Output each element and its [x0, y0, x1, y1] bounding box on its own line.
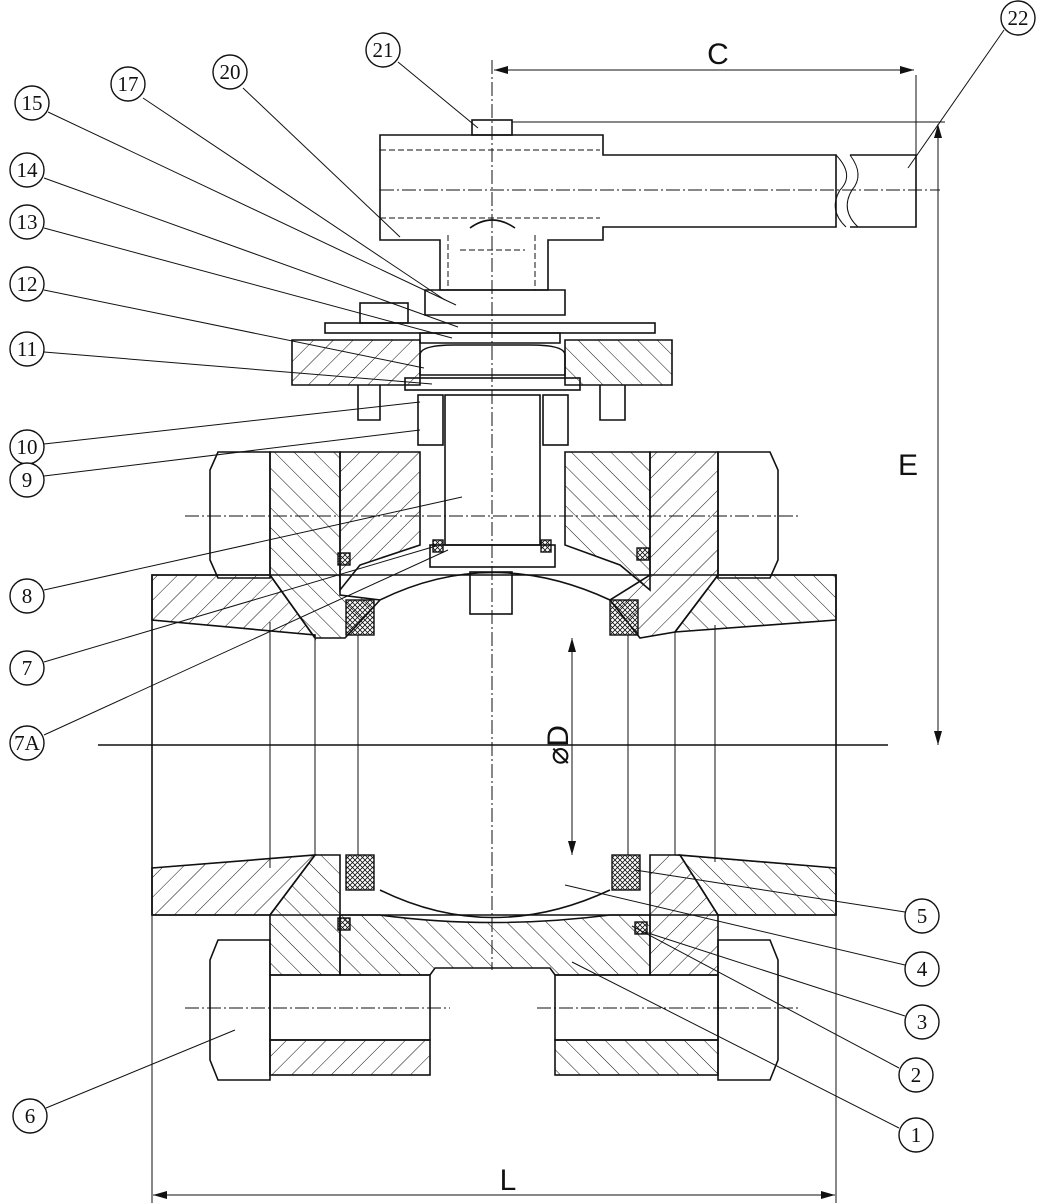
handle	[379, 119, 940, 291]
balloon-17: 17	[110, 66, 146, 102]
svg-text:7: 7	[22, 656, 33, 680]
balloon-7: 7	[9, 650, 45, 686]
svg-text:8: 8	[22, 584, 33, 608]
bore-outline	[151, 574, 837, 1203]
svg-text:20: 20	[220, 60, 241, 84]
balloon-2: 2	[898, 1057, 934, 1093]
balloon-4: 4	[904, 951, 940, 987]
balloon-10: 10	[9, 429, 45, 465]
balloon-5: 5	[904, 898, 940, 934]
svg-text:14: 14	[17, 158, 39, 182]
dimension-d-label: ⌀D	[542, 725, 575, 765]
balloon-7a: 7A	[9, 725, 45, 761]
hex-nuts	[209, 451, 779, 1081]
svg-text:3: 3	[917, 1010, 928, 1034]
svg-text:17: 17	[118, 72, 139, 96]
balloon-11: 11	[9, 331, 45, 367]
svg-text:6: 6	[25, 1104, 36, 1128]
balloon-22: 22	[1000, 0, 1036, 36]
balloon-12: 12	[9, 266, 45, 302]
svg-text:21: 21	[373, 38, 394, 62]
dimension-c-label: C	[707, 38, 729, 71]
balloon-6: 6	[12, 1098, 48, 1134]
dimension-e-label: E	[898, 449, 918, 482]
body-end-caps	[151, 451, 837, 976]
dimension-l-label: L	[500, 1164, 517, 1197]
svg-text:15: 15	[22, 91, 43, 115]
balloon-14: 14	[9, 152, 45, 188]
svg-text:7A: 7A	[14, 731, 41, 755]
svg-text:22: 22	[1008, 6, 1029, 30]
seals	[337, 539, 650, 935]
svg-text:9: 9	[22, 468, 33, 492]
balloon-15: 15	[14, 85, 50, 121]
svg-text:10: 10	[17, 435, 38, 459]
balloon-21: 21	[365, 32, 401, 68]
balloon-13: 13	[9, 204, 45, 240]
balloon-20: 20	[212, 54, 248, 90]
dimension-lines	[153, 66, 945, 1199]
ball	[379, 571, 611, 919]
center-body	[291, 339, 673, 976]
svg-text:5: 5	[917, 904, 928, 928]
balloon-1: 1	[898, 1117, 934, 1153]
svg-text:4: 4	[917, 957, 928, 981]
balloon-3: 3	[904, 1004, 940, 1040]
svg-text:12: 12	[17, 272, 38, 296]
svg-text:11: 11	[17, 337, 37, 361]
balloon-8: 8	[9, 578, 45, 614]
svg-text:2: 2	[911, 1063, 922, 1087]
svg-text:1: 1	[911, 1123, 922, 1147]
svg-text:13: 13	[17, 210, 38, 234]
stem-assembly	[324, 289, 656, 568]
leader-lines	[43, 29, 1005, 1129]
balloon-9: 9	[9, 462, 45, 498]
